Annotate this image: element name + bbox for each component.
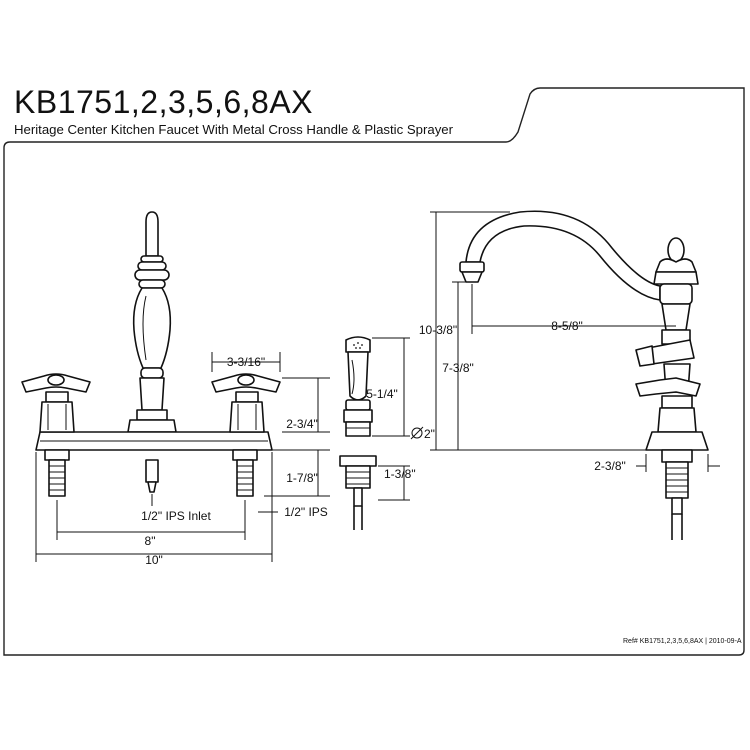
- dim-center-spread: 8": [145, 534, 156, 548]
- dim-spout-height: 7-3/8": [442, 361, 474, 375]
- dim-base-offset: 2-3/8": [594, 459, 626, 473]
- dim-handle-height: 2-3/4": [286, 417, 318, 431]
- dim-sprayer-height: 5-1/4": [366, 387, 398, 401]
- dim-inlet: 1/2" IPS Inlet: [141, 509, 211, 523]
- dimension-labels: 3-3/16" 2-3/4" 1-7/8" 1/2" IPS Inlet 1/2…: [141, 319, 626, 567]
- drawing-frame: [3, 87, 745, 656]
- reference-number: Ref# KB1751,2,3,5,6,8AX | 2010-09-A: [623, 638, 742, 645]
- dim-handle-spread: 3-3/16": [227, 355, 265, 369]
- model-number: KB1751,2,3,5,6,8AX: [14, 84, 313, 120]
- dim-spout-reach: 8-5/8": [551, 319, 583, 333]
- front-view-dimension-lines: [35, 352, 330, 562]
- dim-deck-width: 10": [145, 553, 163, 567]
- dim-overall-height: 10-3/8": [419, 323, 457, 337]
- side-view-dimension-lines: [430, 211, 720, 472]
- dim-shank-length: 1-7/8": [286, 471, 318, 485]
- side-view-faucet: [459, 210, 709, 540]
- sprayer-nozzle-dots: [353, 342, 363, 349]
- dim-sprayer-diameter: 2": [424, 427, 435, 441]
- sprayer: [339, 336, 377, 530]
- dim-sprayer-shank: 1-3/8": [384, 467, 416, 481]
- dim-ips: 1/2" IPS: [284, 505, 328, 519]
- product-subtitle: Heritage Center Kitchen Faucet With Meta…: [14, 122, 454, 137]
- sprayer-dimension-lines: [372, 337, 424, 501]
- front-view-faucet: [21, 211, 281, 497]
